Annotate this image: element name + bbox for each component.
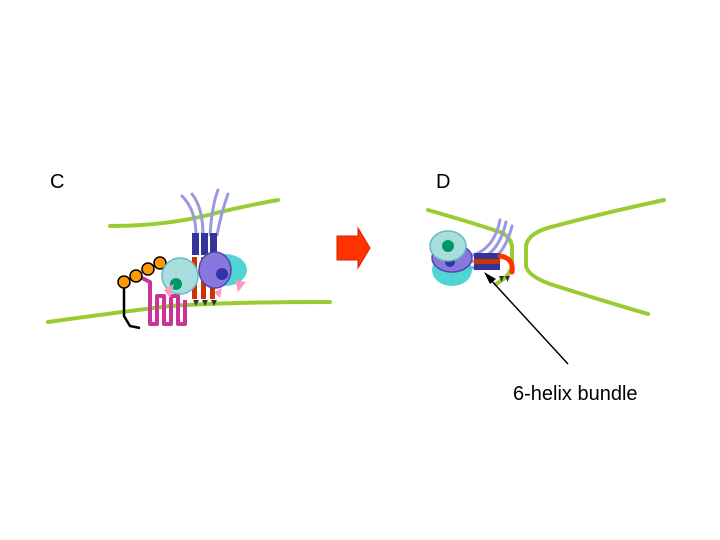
callout-pointer-line (488, 277, 569, 365)
bead-chain-c (117, 256, 167, 289)
panel-c: C (46, 171, 332, 330)
lower-membrane-c (46, 300, 332, 324)
cell-cluster-c (161, 251, 247, 298)
callout-pointer-head (484, 272, 496, 284)
markers-d (499, 276, 510, 282)
receptor-coil-c (137, 274, 187, 326)
upper-membrane-c (108, 198, 280, 228)
panel-c-label: C (50, 171, 64, 193)
cell-cluster-d (429, 230, 473, 286)
right-membrane-lower-d (524, 264, 650, 316)
markers-c (193, 300, 217, 306)
helix-bundle-d (474, 253, 515, 275)
callout-label: 6-helix bundle (513, 383, 638, 405)
panel-d: D 6-helix b (426, 171, 666, 405)
lavender-fibers-c (180, 188, 230, 237)
anchor-chain-c (122, 284, 141, 330)
panel-d-label: D (436, 171, 450, 193)
right-membrane-upper-d (524, 198, 666, 248)
left-membrane-upper-d (426, 208, 514, 248)
right-arrow-icon (336, 226, 371, 270)
